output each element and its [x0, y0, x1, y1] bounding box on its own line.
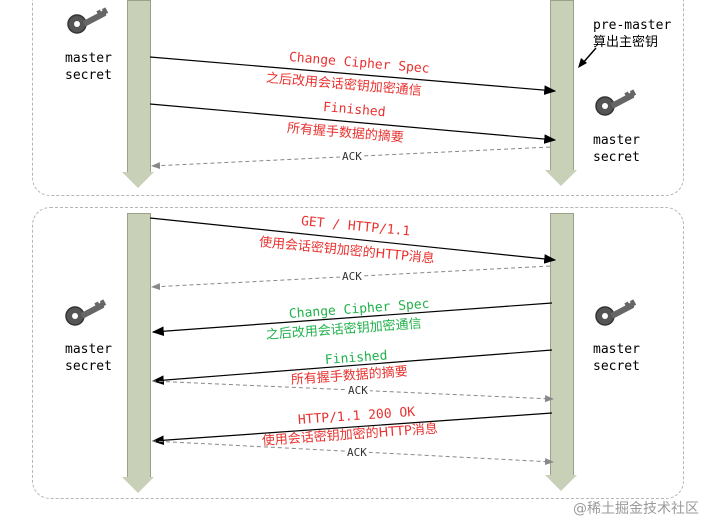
- arrow-http-response: [151, 412, 553, 446]
- arrow-change-cipher-spec-client: [149, 56, 557, 95]
- top-right-key-label-2: secret: [593, 150, 640, 165]
- bottom-right-key-label-2: secret: [593, 359, 640, 374]
- arrow-change-cipher-spec-server: [151, 302, 553, 337]
- client-lifeline-top-arrowhead: [122, 172, 154, 188]
- client-lifeline-top: [127, 0, 151, 174]
- watermark: @稀土掘金技术社区: [573, 501, 699, 517]
- arrow-finished-client: [149, 103, 557, 144]
- server-lifeline-top-arrowhead: [545, 170, 577, 186]
- top-right-header-line-2: 算出主密钥: [593, 35, 659, 50]
- top-ack-label: ACK: [340, 150, 364, 163]
- top-left-key-label-1: master: [65, 51, 112, 66]
- server-lifeline-bottom-arrowhead: [545, 475, 577, 491]
- client-lifeline-bottom-arrowhead: [122, 477, 154, 493]
- pointer-arrow-icon: [578, 47, 597, 68]
- bottom-ack-label-3: ACK: [345, 446, 369, 459]
- arrow-finished-server: [151, 349, 553, 385]
- client-lifeline-bottom: [127, 213, 151, 479]
- arrow-get-request: [149, 217, 557, 264]
- key-icon: [67, 7, 109, 34]
- bottom-left-key-label-2: secret: [65, 359, 112, 374]
- key-icon: [595, 89, 637, 116]
- arrow-ack-2: [151, 380, 554, 403]
- bottom-right-key-label-1: master: [593, 342, 640, 357]
- arrow-ack-3: [151, 440, 554, 466]
- key-icon: [65, 299, 107, 326]
- top-left-key-label-2: secret: [65, 68, 112, 83]
- top-right-header-line-1: pre-master: [593, 18, 672, 33]
- bottom-ack-label-1: ACK: [340, 270, 364, 283]
- bottom-left-key-label-1: master: [65, 342, 112, 357]
- key-icon: [595, 299, 637, 326]
- top-right-key-label-1: master: [593, 133, 640, 148]
- bottom-ack-label-2: ACK: [346, 384, 370, 397]
